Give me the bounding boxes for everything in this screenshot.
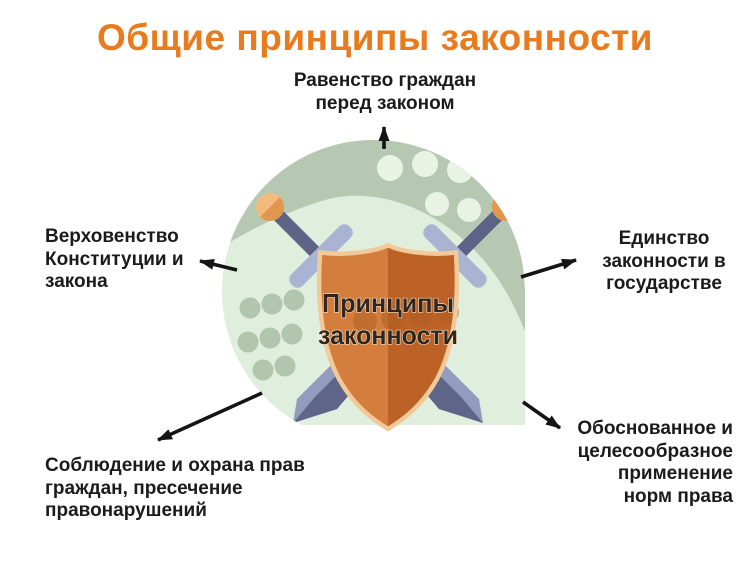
node-label-equality-before-law: Равенство граждан перед законом <box>293 70 477 114</box>
light-dots-cluster <box>377 151 481 222</box>
swoosh-band <box>222 140 525 334</box>
node-label-supremacy-of-constitution: Верховенство Конституции и закона <box>45 226 184 292</box>
node-label-justified-application: Обоснованное и целесообразное применение… <box>577 418 733 507</box>
node-label-unity-of-legality: Единство законности в государстве <box>602 228 726 294</box>
page-title: Общие принципы законности <box>96 17 654 58</box>
legality-emblem-illustration: Принципы законности <box>222 140 525 432</box>
sage-dots-cluster <box>237 289 305 381</box>
shield-title-line2: законности <box>318 320 458 350</box>
node-label-protection-of-rights: Соблюдение и охрана прав граждан, пресеч… <box>45 455 305 521</box>
shield-title-line1: Принципы <box>322 288 454 318</box>
shield-icon: Принципы законности <box>316 242 460 432</box>
shield-rim <box>316 242 460 432</box>
shield-right-half <box>388 245 457 429</box>
